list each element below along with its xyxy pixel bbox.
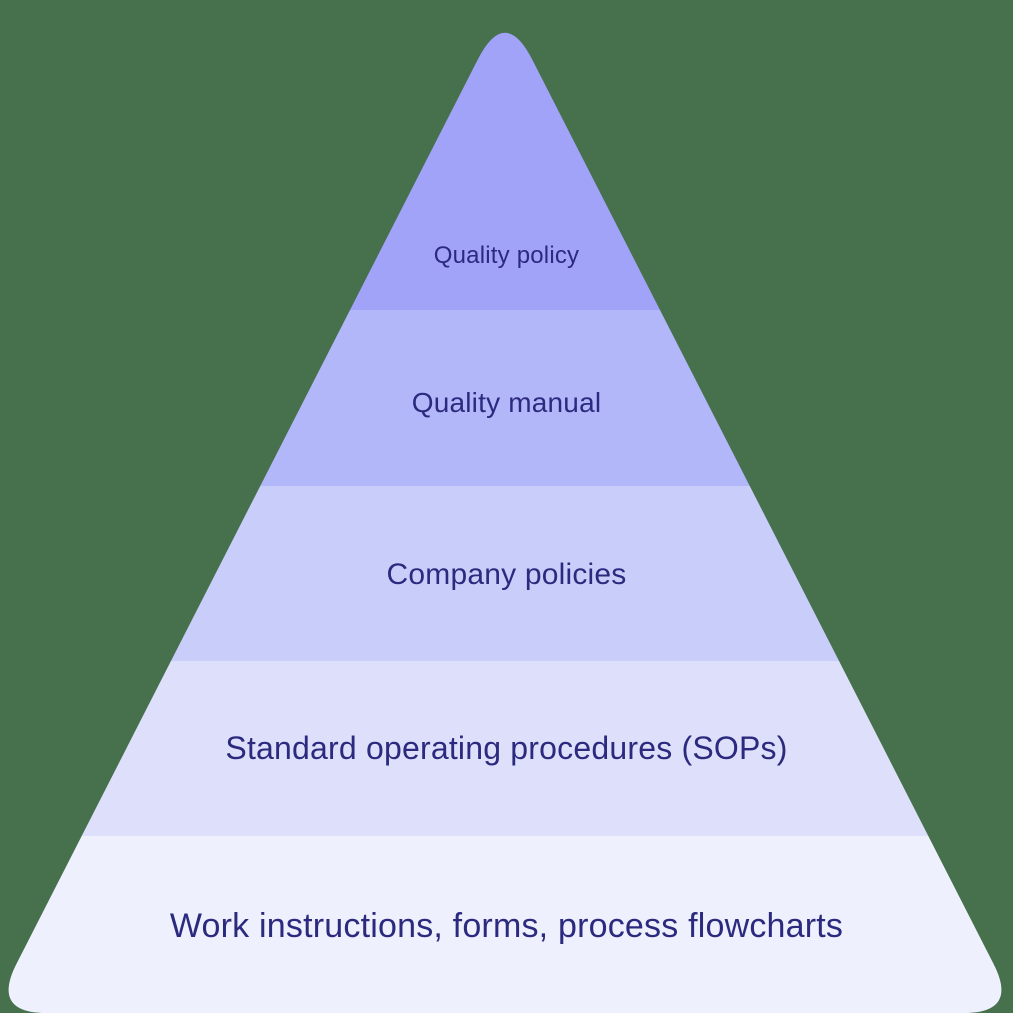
pyramid-level-5-label: Work instructions, forms, process flowch… xyxy=(169,907,844,945)
pyramid-level-2-label: Quality manual xyxy=(411,387,602,418)
pyramid-level-4-band xyxy=(8,661,1002,836)
pyramid-level-1-label: Quality policy xyxy=(433,242,580,269)
pyramid-level-4-label: Standard operating procedures (SOPs) xyxy=(225,730,788,766)
pyramid-level-3-label: Company policies xyxy=(386,558,627,591)
pyramid-level-5-band xyxy=(8,836,1002,1013)
